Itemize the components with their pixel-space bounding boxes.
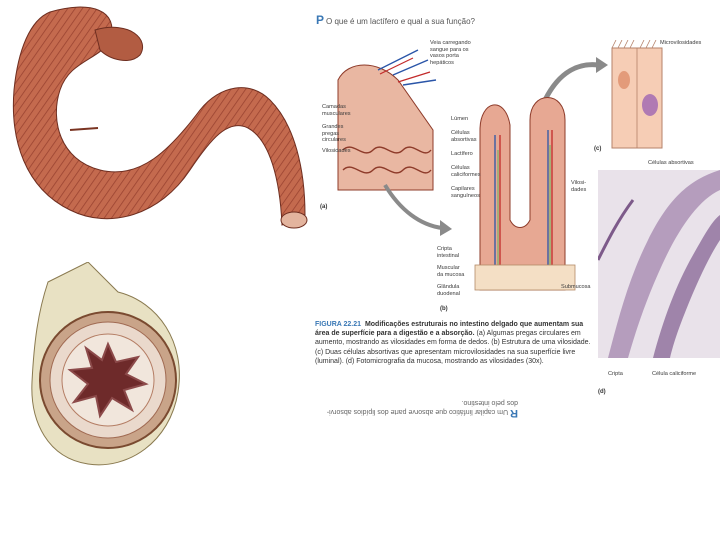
label-microvilli: Microvilosidades bbox=[660, 40, 701, 47]
answer-mirrored: R Um capilar linfático que absorve parte… bbox=[318, 398, 518, 417]
label-muscular-layers: Camadas musculares bbox=[322, 104, 351, 117]
answer-text: Um capilar linfático que absorve parte d… bbox=[327, 399, 518, 415]
small-intestine-illustration bbox=[0, 0, 312, 260]
arrow-to-b bbox=[380, 180, 460, 240]
label-submucosa: Submucosa bbox=[561, 284, 591, 291]
label-photo-goblet: Célula caliciforme bbox=[652, 371, 696, 378]
label-muscularis-mucosa: Muscular da mucosa bbox=[437, 265, 464, 278]
cross-section-illustration bbox=[28, 262, 188, 472]
question-text: O que é um lactífero e qual a sua função… bbox=[326, 17, 475, 26]
label-photo-crypt: Cripta bbox=[608, 371, 623, 378]
panel-c-tag: (c) bbox=[594, 146, 601, 152]
panel-c-cells bbox=[608, 40, 666, 152]
label-photo-absorptive: Células absortivas bbox=[648, 160, 694, 167]
label-villi: Vilosidades bbox=[322, 148, 351, 155]
label-lumen: Lúmen bbox=[451, 116, 468, 123]
panel-d-photomicrograph bbox=[598, 170, 720, 358]
panel-b-tag: (b) bbox=[440, 306, 448, 312]
panel-a-tag: (a) bbox=[320, 204, 327, 210]
panel-b-villus bbox=[470, 90, 580, 300]
label-absorptive-cells: Células absortivas bbox=[451, 130, 477, 143]
label-villi-b: Vilosi- dades bbox=[571, 180, 586, 193]
question-letter: P bbox=[316, 13, 324, 27]
label-duodenal-gland: Glândula duodenal bbox=[437, 284, 460, 297]
label-crypt: Cripta intestinal bbox=[437, 246, 459, 259]
label-capillaries: Capilares sanguíneos bbox=[451, 186, 480, 199]
figure-caption: FIGURA 22.21 Modificações estruturais no… bbox=[315, 320, 595, 366]
caption-figure-number: FIGURA 22.21 bbox=[315, 321, 361, 328]
label-circular-folds: Grandes pregas circulares bbox=[322, 124, 346, 144]
label-lacteal: Lactífero bbox=[451, 151, 473, 158]
panel-d-tag: (d) bbox=[598, 389, 606, 395]
label-vein: Veia carregando sangue para os vasos por… bbox=[430, 40, 471, 66]
label-goblet-cells: Células caliciformes bbox=[451, 165, 481, 178]
answer-letter: R bbox=[510, 407, 518, 419]
